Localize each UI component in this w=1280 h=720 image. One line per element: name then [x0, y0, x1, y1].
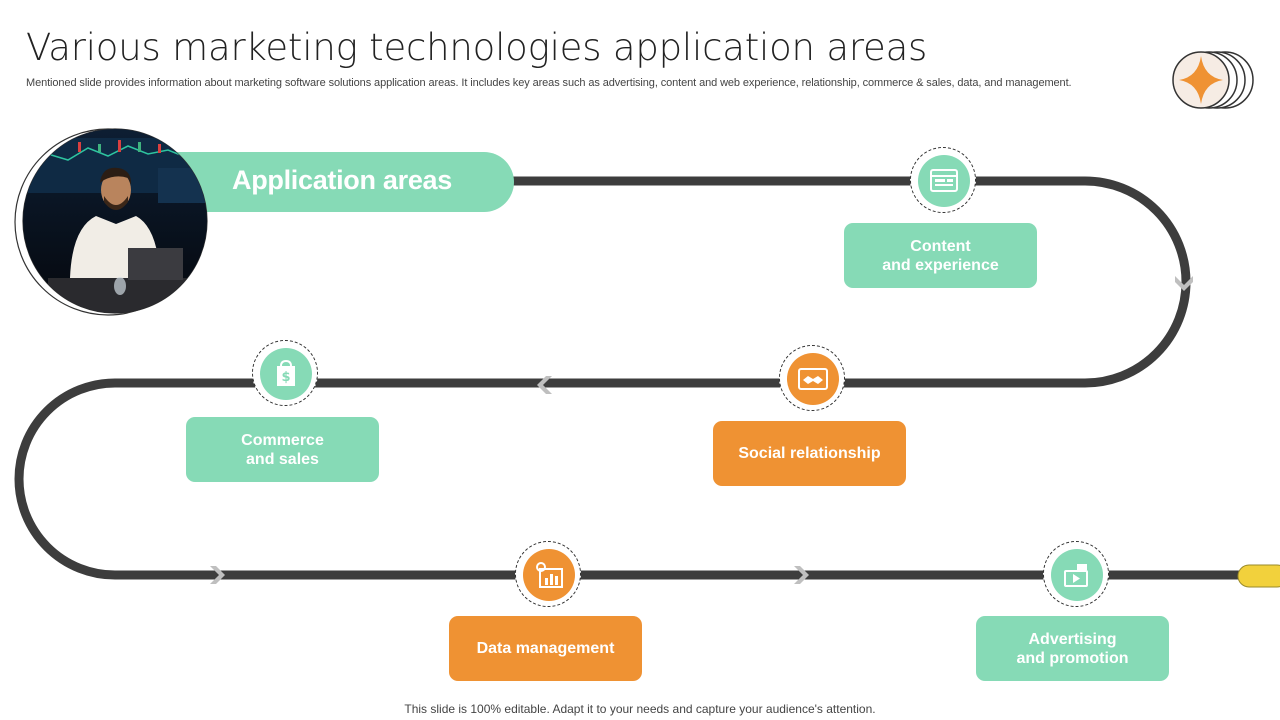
- chevron-left-icon: [537, 376, 552, 394]
- social-node: [779, 345, 845, 411]
- data-management-label: Data management: [476, 640, 615, 657]
- content-browser-icon: [930, 169, 958, 192]
- chevron-right-icon: [794, 566, 809, 584]
- content-experience-label: Content and experience: [882, 237, 999, 274]
- content-node: [910, 147, 976, 213]
- businessman-photo: [14, 128, 208, 316]
- data-management-box: Data management: [449, 616, 642, 681]
- handshake-icon: [798, 368, 828, 390]
- slide-title: Various marketing technologies applicati…: [26, 26, 928, 69]
- slide-subtitle: Mentioned slide provides information abo…: [26, 77, 1072, 89]
- social-relationship-box: Social relationship: [713, 421, 906, 486]
- star-logo-icon: [1172, 51, 1254, 109]
- content-experience-box: Content and experience: [844, 223, 1037, 288]
- social-relationship-label: Social relationship: [738, 445, 881, 462]
- slide-footer: This slide is 100% editable. Adapt it to…: [404, 702, 876, 716]
- chevron-right-icon: [210, 566, 225, 584]
- data-node: [515, 541, 581, 607]
- commerce-sales-label: Commerce and sales: [241, 431, 324, 468]
- video-megaphone-icon: [1064, 564, 1088, 587]
- advertising-node: [1043, 541, 1109, 607]
- svg-text:$: $: [281, 370, 290, 385]
- commerce-sales-box: Commerce and sales: [186, 417, 379, 482]
- header-label: Application areas: [232, 165, 452, 195]
- dollar-bag-icon: $: [277, 360, 295, 386]
- advertising-promotion-label: Advertising and promotion: [1016, 630, 1129, 667]
- advertising-promotion-box: Advertising and promotion: [976, 616, 1169, 681]
- header-pill: [172, 152, 514, 212]
- track-end-cap: [1237, 564, 1280, 588]
- chevron-down-icon: [1175, 276, 1193, 291]
- data-chart-gear-icon: [536, 562, 563, 588]
- commerce-node: $: [252, 340, 318, 406]
